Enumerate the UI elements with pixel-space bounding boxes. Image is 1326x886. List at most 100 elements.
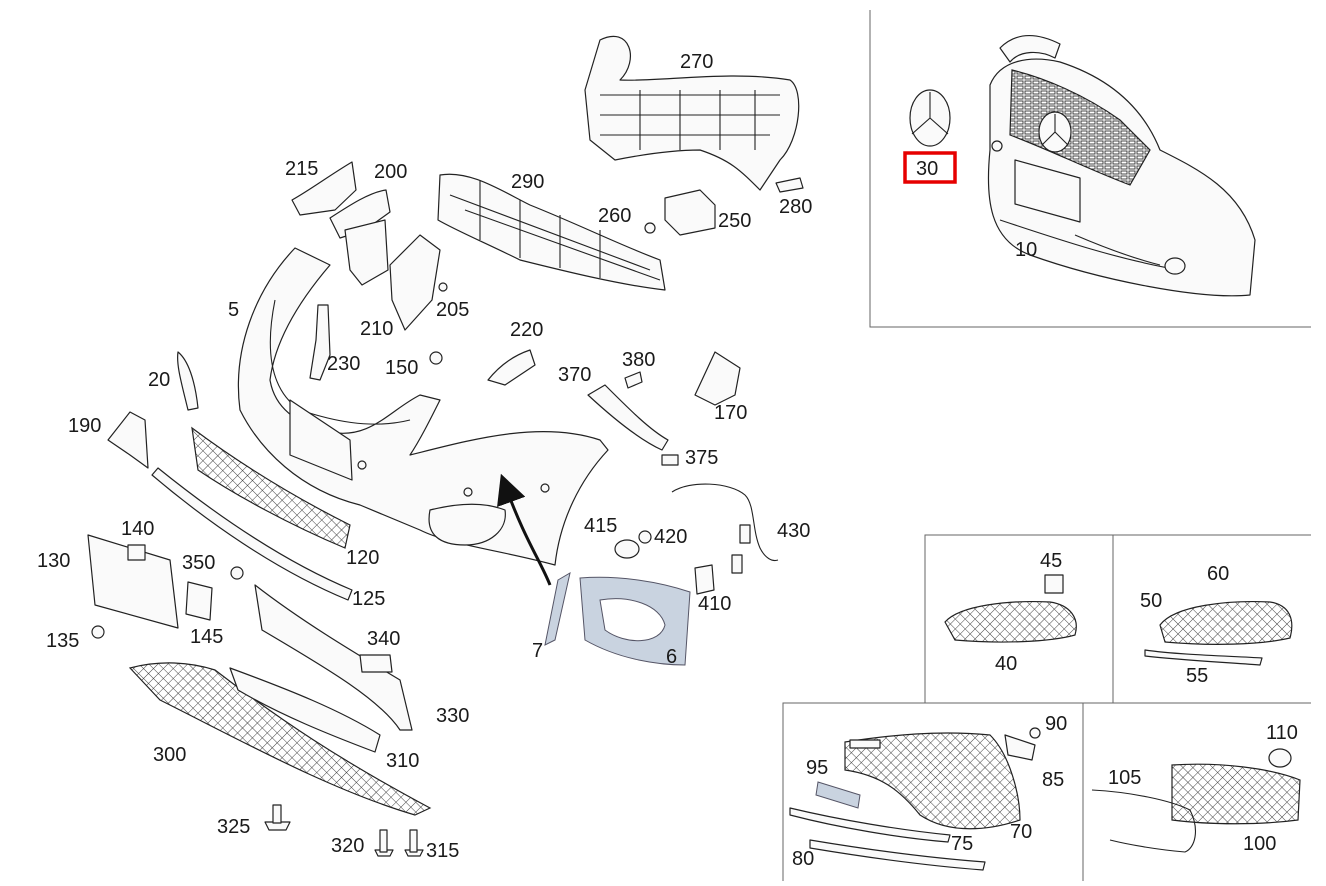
callout-40[interactable]: 40 (995, 653, 1017, 675)
bracket-250-260 (644, 189, 716, 236)
callout-75[interactable]: 75 (951, 833, 973, 855)
callout-280[interactable]: 280 (779, 196, 812, 218)
bracket-220 (487, 349, 536, 386)
callout-230[interactable]: 230 (327, 353, 360, 375)
sensor-110 (1268, 748, 1292, 768)
wiring-harness-430 (671, 483, 779, 574)
clip-95 (815, 781, 861, 809)
crossmember-290 (437, 173, 666, 291)
cover-7 (544, 571, 571, 646)
sensors-410-415-420 (614, 530, 715, 595)
callout-7[interactable]: 7 (532, 640, 543, 662)
callout-20[interactable]: 20 (148, 369, 170, 391)
callout-415[interactable]: 415 (584, 515, 617, 537)
callout-370[interactable]: 370 (558, 364, 591, 386)
callouts: 270 290 260 250 280 215 200 205 210 5 23… (37, 51, 1298, 870)
callout-330[interactable]: 330 (436, 705, 469, 727)
star-emblem (909, 89, 951, 147)
callout-375[interactable]: 375 (685, 447, 718, 469)
panel-vehicle-overview (869, 10, 1311, 328)
callout-410[interactable]: 410 (698, 593, 731, 615)
callout-125[interactable]: 125 (352, 588, 385, 610)
callout-135[interactable]: 135 (46, 630, 79, 652)
strip-20 (177, 351, 199, 411)
callout-90[interactable]: 90 (1045, 713, 1067, 735)
callout-325[interactable]: 325 (217, 816, 250, 838)
callout-70[interactable]: 70 (1010, 821, 1032, 843)
panel-amg-grilles (782, 702, 1311, 881)
bracket-230 (309, 304, 331, 381)
strip-75 (789, 807, 951, 843)
callout-80[interactable]: 80 (792, 848, 814, 870)
brackets-200-215 (291, 161, 391, 286)
guide-330 (254, 584, 413, 731)
callout-85[interactable]: 85 (1042, 769, 1064, 791)
callout-320[interactable]: 320 (331, 835, 364, 857)
callout-150[interactable]: 150 (385, 357, 418, 379)
underbody-panel-300 (128, 662, 432, 816)
wheel-arch-liner-6 (579, 576, 691, 666)
callout-5[interactable]: 5 (228, 299, 239, 321)
vehicle-front-bumper (987, 35, 1256, 297)
screws-150-205-380 (429, 351, 643, 389)
fog-grille-40 (944, 601, 1077, 643)
callout-380[interactable]: 380 (622, 349, 655, 371)
panel-frames (782, 10, 1311, 881)
callout-300[interactable]: 300 (153, 744, 186, 766)
callout-105[interactable]: 105 (1108, 767, 1141, 789)
callout-270[interactable]: 270 (680, 51, 713, 73)
callout-210[interactable]: 210 (360, 318, 393, 340)
selected-part-highlight (903, 151, 957, 184)
trim-105 (1091, 789, 1196, 853)
clip-340 (359, 654, 393, 673)
callout-6[interactable]: 6 (666, 646, 677, 668)
callout-205[interactable]: 205 (436, 299, 469, 321)
callout-350[interactable]: 350 (182, 552, 215, 574)
arrow-assembly (497, 473, 552, 586)
bracket-210 (389, 234, 448, 331)
callout-95[interactable]: 95 (806, 757, 828, 779)
bracket-190 (107, 411, 149, 469)
callout-130[interactable]: 130 (37, 550, 70, 572)
bracket-170 (694, 351, 741, 406)
callout-50[interactable]: 50 (1140, 590, 1162, 612)
callout-45[interactable]: 45 (1040, 550, 1062, 572)
callout-100[interactable]: 100 (1243, 833, 1276, 855)
callout-30[interactable]: 30 (916, 158, 938, 180)
clip-375 (661, 454, 679, 466)
clips-135-145-350 (91, 566, 244, 639)
strip-80 (809, 839, 986, 871)
callout-290[interactable]: 290 (511, 171, 544, 193)
callout-200[interactable]: 200 (374, 161, 407, 183)
callout-430[interactable]: 430 (777, 520, 810, 542)
trim-strip-125 (151, 467, 353, 601)
callout-120[interactable]: 120 (346, 547, 379, 569)
callout-60[interactable]: 60 (1207, 563, 1229, 585)
clip-280 (775, 177, 804, 193)
fog-grille-50 (1159, 601, 1293, 645)
clips-85-90 (1004, 727, 1041, 761)
callout-220[interactable]: 220 (510, 319, 543, 341)
fasteners-315-320-325 (264, 804, 424, 857)
callout-140[interactable]: 140 (121, 518, 154, 540)
callout-10[interactable]: 10 (1015, 239, 1037, 261)
callout-250[interactable]: 250 (718, 210, 751, 232)
callout-190[interactable]: 190 (68, 415, 101, 437)
bracket-370 (587, 384, 669, 451)
callout-110[interactable]: 110 (1266, 722, 1298, 744)
impact-absorber-270 (584, 35, 800, 191)
callout-145[interactable]: 145 (190, 626, 223, 648)
callout-55[interactable]: 55 (1186, 665, 1208, 687)
callout-340[interactable]: 340 (367, 628, 400, 650)
fog-strip-55 (1144, 649, 1263, 666)
callout-315[interactable]: 315 (426, 840, 459, 862)
callout-310[interactable]: 310 (386, 750, 419, 772)
callout-215[interactable]: 215 (285, 158, 318, 180)
callout-170[interactable]: 170 (714, 402, 747, 424)
panel-fog-grilles (924, 534, 1311, 703)
callout-420[interactable]: 420 (654, 526, 687, 548)
callout-260[interactable]: 260 (598, 205, 631, 227)
grille-100 (1171, 763, 1301, 825)
